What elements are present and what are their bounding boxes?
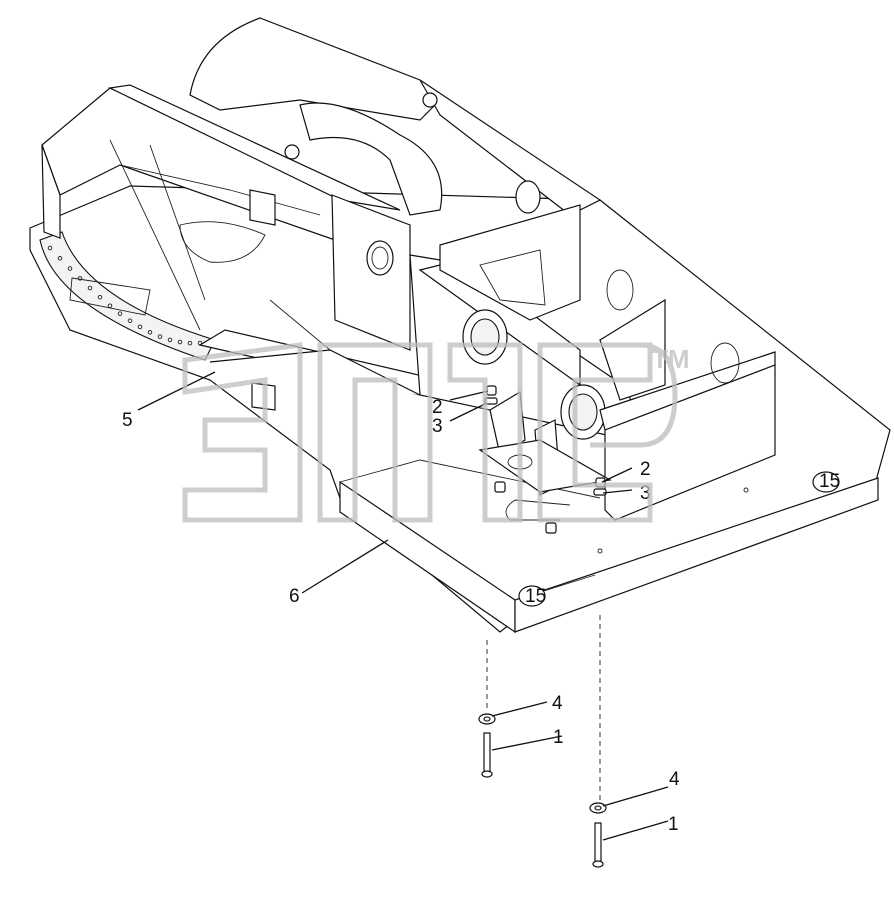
washer-right (589, 802, 607, 814)
lift-eye-right-label: 15 (819, 471, 840, 492)
ring-bolt-hole (167, 337, 173, 343)
ring-bolt-hole (127, 318, 133, 323)
bolt-left (481, 732, 493, 778)
bolt-right (592, 822, 604, 868)
callout-1-left: 1 (553, 727, 564, 748)
callout-5: 5 (122, 410, 133, 431)
ring-bolt-hole (67, 266, 73, 271)
ring-bolt-hole (157, 334, 163, 339)
leader-lines (137, 371, 669, 841)
lift-eye-left-label: 15 (525, 586, 546, 607)
callout-2-upper: 2 (432, 397, 443, 418)
lift-eye-right: 15 (812, 471, 840, 493)
callout-3-upper: 3 (432, 416, 443, 437)
watermark-trademark: TM (652, 344, 690, 374)
washer-left (478, 713, 496, 725)
nut-left (494, 481, 506, 493)
ring-bolt-hole (97, 294, 103, 300)
callout-6: 6 (289, 586, 300, 607)
ring-bolt-hole (177, 339, 183, 345)
ring-bolt-hole (147, 330, 153, 335)
ring-bolt-hole (137, 324, 143, 330)
ring-bolt-hole (77, 276, 83, 281)
ring-bolt-hole (117, 311, 123, 316)
watermark-logo: TM (182, 342, 690, 523)
callout-4-right: 4 (669, 769, 680, 790)
ring-bolt-hole (47, 245, 53, 251)
lift-eye-left: 15 (518, 585, 546, 607)
bore-ring-lower (560, 384, 606, 440)
callout-1-right: 1 (668, 814, 679, 835)
ring-bolt-hole (187, 340, 193, 346)
callout-3-lower: 3 (640, 483, 651, 504)
slewing-ring-segment (39, 231, 216, 361)
ring-bolt-hole (57, 256, 63, 261)
nut-center (545, 522, 557, 534)
ring-bolt-hole (87, 285, 93, 291)
callout-4-left: 4 (552, 693, 563, 714)
ring-bolt-hole (107, 303, 113, 308)
callout-2-lower: 2 (640, 459, 651, 480)
bore-ring-upper (462, 309, 508, 365)
counterweight-plate: 15 15 (29, 185, 891, 634)
